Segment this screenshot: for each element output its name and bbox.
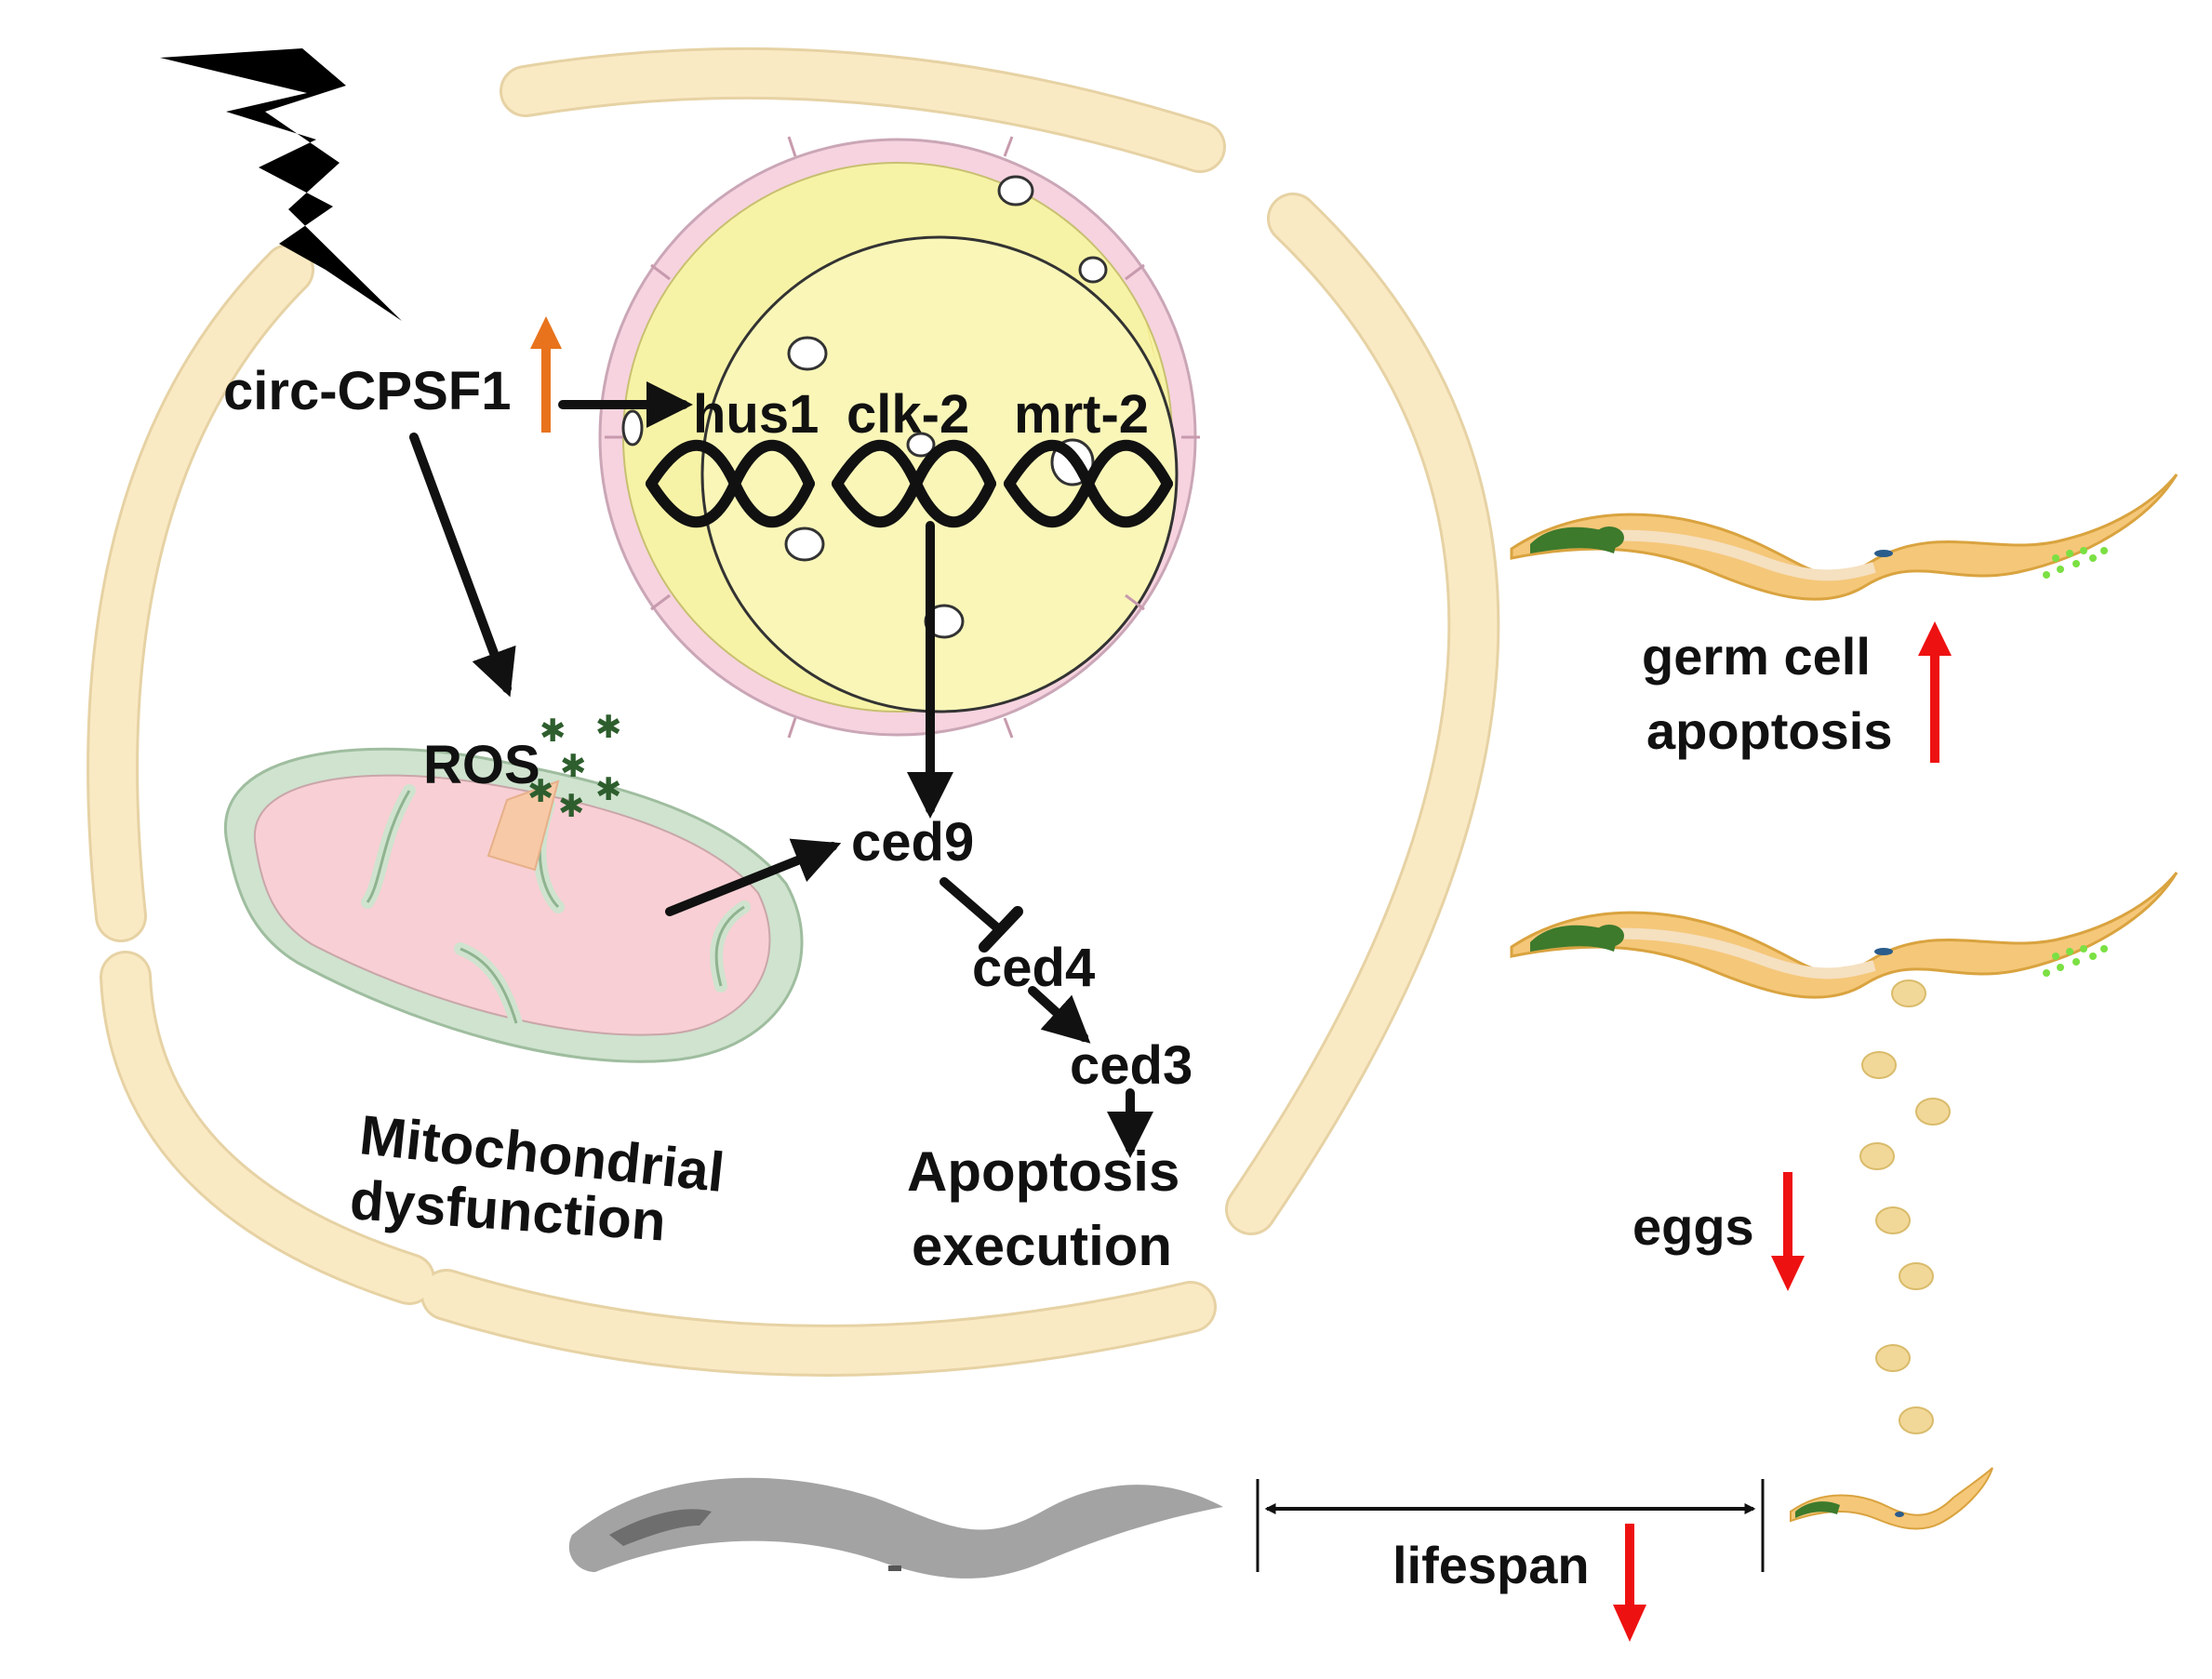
label-apoptosis-line1: Apoptosis xyxy=(907,1140,1179,1203)
dna-hus1 xyxy=(646,439,815,528)
dead-worm-icon xyxy=(568,1477,1223,1579)
svg-text:✱: ✱ xyxy=(560,749,587,784)
membrane-segment-lower-left xyxy=(102,953,433,1302)
dna-helix-icon xyxy=(646,439,1173,528)
label-ced4: ced4 xyxy=(972,938,1095,998)
ros-particles: ✱ ✱ ✱ ✱ ✱ ✱ xyxy=(527,710,622,824)
label-clk2: clk-2 xyxy=(846,384,969,445)
label-ced3: ced3 xyxy=(1070,1035,1193,1096)
inhibit-bar xyxy=(979,906,1023,953)
label-ced9: ced9 xyxy=(851,812,974,873)
eggs-down-arrow-icon xyxy=(1771,1172,1805,1291)
label-mrt2: mrt-2 xyxy=(1014,384,1149,445)
label-germ-cell: germ cell xyxy=(1642,627,1871,686)
label-lifespan: lifespan xyxy=(1392,1536,1590,1594)
cell-membrane xyxy=(87,47,1500,1377)
label-apoptosis-line2: execution xyxy=(912,1215,1172,1277)
germ-apoptosis-up-arrow-icon xyxy=(1918,621,1952,763)
svg-text:✱: ✱ xyxy=(595,710,622,745)
arrow-mito-to-ced9 xyxy=(665,838,842,916)
svg-text:✱: ✱ xyxy=(527,774,554,809)
membrane-segment-left xyxy=(89,247,312,939)
membrane-segment-top xyxy=(502,49,1223,170)
svg-text:✱: ✱ xyxy=(558,789,585,824)
upregulation-arrow-icon xyxy=(530,316,562,433)
lifespan-down-arrow-icon xyxy=(1613,1524,1646,1642)
label-ros: ROS xyxy=(423,735,540,795)
label-eggs: eggs xyxy=(1632,1197,1754,1256)
lightning-bolt-icon xyxy=(160,48,402,321)
label-germ-apoptosis: apoptosis xyxy=(1646,701,1892,760)
inhibit-ced9-ced4 xyxy=(939,877,1005,935)
c-elegans-worm-icon xyxy=(1510,473,2179,601)
young-worm-icon xyxy=(1790,1467,1993,1530)
ros-channel xyxy=(486,780,560,872)
lifespan-bracket xyxy=(1256,1479,1765,1572)
mitochondrion xyxy=(224,747,804,1063)
nucleolus-region xyxy=(700,235,1179,713)
label-hus1: hus1 xyxy=(693,384,819,445)
svg-text:✱: ✱ xyxy=(595,772,622,807)
c-elegans-worm-icon xyxy=(1510,872,2179,999)
membrane-segment-right xyxy=(1228,195,1498,1233)
membrane-segment-bottom xyxy=(423,1272,1214,1374)
dna-mrt2 xyxy=(1004,439,1173,528)
label-circ-cpsf1: circ-CPSF1 xyxy=(223,361,511,421)
nucleus xyxy=(598,136,1200,739)
arrow-circ-to-ros xyxy=(409,433,516,698)
dna-clk2 xyxy=(832,439,996,528)
pathway-arrows xyxy=(409,381,1153,1158)
egg-icon xyxy=(1859,979,1951,1434)
arrow-ced4-to-ced3 xyxy=(1028,986,1091,1044)
svg-text:✱: ✱ xyxy=(540,713,566,749)
